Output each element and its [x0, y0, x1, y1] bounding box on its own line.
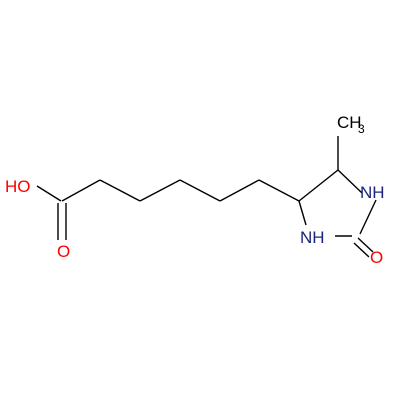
bond-oh-c [36, 185, 62, 202]
bond-ring-c4-c5 [298, 169, 339, 202]
methyl-label: CH [337, 113, 362, 132]
ring-amine-upper-label: NH [360, 183, 385, 202]
bond-chain-1 [61, 179, 101, 202]
acid-carbonyl-oxygen-label: O [57, 242, 70, 261]
bond-chain-5 [219, 179, 260, 202]
ring-amine-lower-label: NH [300, 228, 325, 247]
bond-ring-n1-c2 [359, 199, 377, 235]
bond-ring-n3-c4 [298, 200, 307, 226]
bond-chain-6 [258, 179, 300, 202]
bond-ring-c2-o-double-a [357, 237, 374, 253]
bond-chain-4 [179, 179, 221, 202]
bond-ring-c5-n1 [337, 169, 363, 194]
methyl-subscript: 3 [358, 122, 365, 136]
bond-chain-2 [99, 179, 141, 202]
bond-ring-c2-o-double-b [353, 242, 370, 258]
bond-layer [36, 136, 377, 258]
bond-chain-3 [139, 179, 181, 202]
ring-carbonyl-oxygen-label: O [370, 248, 383, 267]
hydroxyl-label: HO [5, 177, 31, 196]
